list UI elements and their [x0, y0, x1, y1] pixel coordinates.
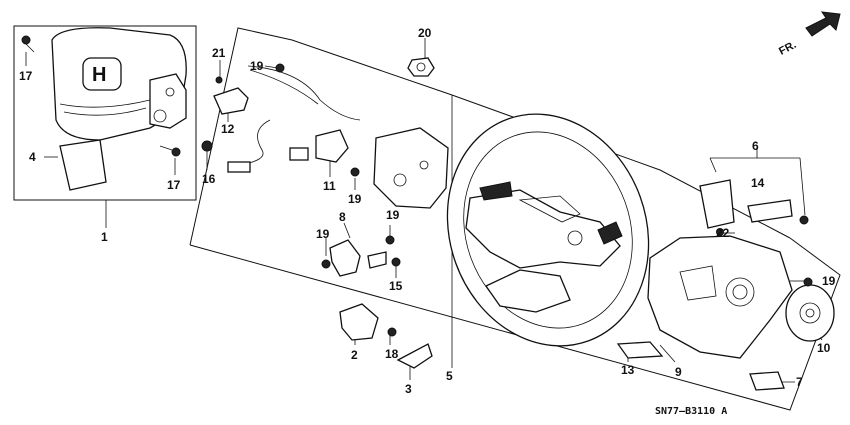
- callout-13: 13: [621, 363, 635, 377]
- callout-22: 22: [716, 226, 730, 240]
- callout-11: 11: [323, 179, 336, 193]
- callout-17-top: 17: [19, 69, 33, 83]
- panel-6: [699, 179, 735, 229]
- clip-15: [367, 251, 387, 269]
- callout-4: 4: [29, 150, 36, 164]
- switch-7: [749, 371, 785, 391]
- screw-21: [215, 76, 223, 84]
- harness-group: [201, 63, 361, 173]
- nut-6: [799, 215, 809, 225]
- callout-16: 16: [202, 172, 216, 186]
- cover-2: [339, 303, 379, 341]
- callout-2: 2: [351, 348, 358, 362]
- diagram-code: SN77–B3110 A: [655, 406, 727, 417]
- lower-covers: [339, 303, 433, 369]
- steering-lower-cover-9: [647, 235, 793, 359]
- wheel-rim-inner: [463, 131, 633, 329]
- callout-7: 7: [796, 375, 803, 389]
- right-spoke-switch: [597, 221, 623, 245]
- lower-spoke: [485, 269, 571, 313]
- screw-19e: [803, 277, 813, 287]
- front-direction-arrow-icon: FR.: [777, 11, 841, 58]
- bracket-8: [329, 239, 361, 277]
- screw-18: [387, 327, 397, 337]
- callout-15: 15: [389, 279, 403, 293]
- trim-13: [616, 341, 664, 359]
- callout-10: 10: [817, 341, 831, 355]
- callout-14: 14: [751, 176, 765, 190]
- callout-21: 21: [212, 46, 226, 60]
- connector-a: [227, 161, 251, 173]
- left-spoke-switch: [479, 181, 513, 201]
- airbag-frame: [13, 25, 197, 201]
- callout-20: 20: [418, 26, 432, 40]
- callout-6: 6: [752, 139, 759, 153]
- switch-panels: [699, 179, 809, 229]
- callout-19-left: 19: [316, 227, 330, 241]
- airbag-label-plate: [59, 139, 107, 191]
- callout-1: 1: [101, 230, 108, 244]
- callout-17-side: 17: [167, 178, 181, 192]
- screw-15b: [391, 257, 401, 267]
- callout-19-upper: 19: [386, 208, 400, 222]
- switch-bracket: [350, 127, 449, 209]
- bolt-17-top: [21, 35, 31, 45]
- callout-12: 12: [221, 122, 235, 136]
- callout-3: 3: [405, 382, 412, 396]
- lock-nut: [407, 57, 435, 77]
- bolt-17-side: [171, 147, 181, 157]
- screw-16: [201, 140, 213, 152]
- wire-harness: [247, 65, 361, 121]
- direction-label: FR.: [777, 39, 798, 58]
- leader-lines: [25, 38, 823, 383]
- screw-19a: [275, 63, 285, 73]
- panel-14: [747, 199, 793, 223]
- trim-3: [396, 343, 433, 369]
- screw-19d: [385, 235, 395, 245]
- switch-bracket-plate: [373, 127, 449, 209]
- nut-20: [407, 57, 435, 77]
- callouts: 1 2 3 4 5 6 7 8 9 10 11 12 13 14 15 16 1…: [19, 26, 836, 396]
- lower-cover: [647, 228, 793, 359]
- callout-8: 8: [339, 210, 346, 224]
- screw-22: [716, 228, 724, 236]
- callout-19-harness: 19: [250, 59, 264, 73]
- honda-h-logo-icon: [82, 57, 122, 91]
- inflator-housing: [149, 73, 187, 129]
- callout-18: 18: [385, 347, 399, 361]
- callout-9: 9: [675, 365, 682, 379]
- switch-12: [213, 87, 249, 115]
- trim-pieces: [616, 341, 785, 391]
- screw-19c: [321, 259, 331, 269]
- cable-reel-10: [785, 277, 835, 342]
- lower-brackets: [321, 235, 401, 277]
- wheel-frame-bottom: [189, 237, 841, 411]
- svg-text:H: H: [92, 64, 106, 86]
- cruise-switch-11: [315, 129, 349, 163]
- callout-5: 5: [446, 369, 453, 383]
- connector-b: [289, 147, 309, 161]
- steering-wheel: [446, 113, 650, 347]
- screw-19b: [350, 167, 360, 177]
- callout-19-bracket: 19: [348, 192, 362, 206]
- wheel-frame-top: [189, 27, 453, 246]
- wheel-hub-spokes: [465, 189, 621, 269]
- cable-reel: [785, 284, 835, 342]
- callout-19-reel: 19: [822, 274, 836, 288]
- airbag-module: H: [21, 27, 187, 191]
